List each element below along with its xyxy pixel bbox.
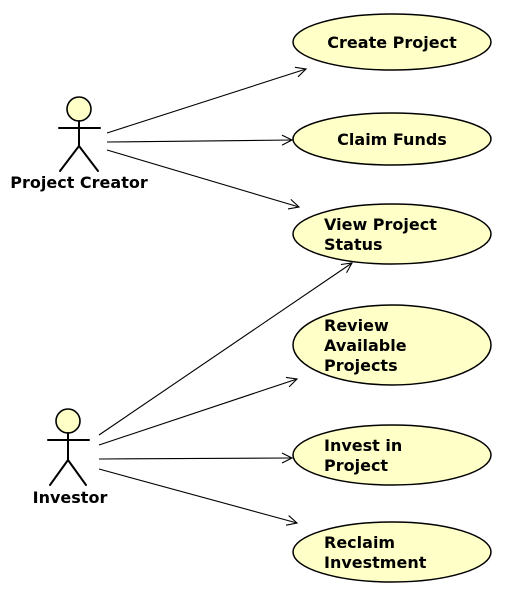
association-investor-review-projects [98,379,297,446]
usecase-label: Invest in [324,436,402,455]
association-investor-view-status [98,263,352,436]
actor-figure-icon [58,96,101,172]
usecase-create-project[interactable]: Create Project [292,13,492,71]
usecase-label: Project [324,456,388,475]
usecase-label: Review [324,316,389,335]
usecase-label: Create Project [327,33,457,52]
usecase-label: View Project [324,215,437,234]
usecase-label: Projects [324,356,398,375]
association-investor-reclaim [98,468,297,523]
usecase-claim-funds[interactable]: Claim Funds [292,112,492,166]
association-creator-view-status [106,149,299,207]
association-creator-create-project [106,69,306,134]
usecase-review-available-projects[interactable]: Review Available Projects [292,304,492,386]
actor-project-creator[interactable]: Project Creator [10,96,148,192]
usecase-label: Reclaim [324,533,395,552]
actor-label: Investor [33,488,108,507]
usecase-label: Claim Funds [337,130,447,149]
usecase-view-project-status[interactable]: View Project Status [292,203,492,265]
associations [98,69,352,523]
usecase-label: Status [324,235,383,254]
usecase-label: Available [324,336,407,355]
usecase-reclaim-investment[interactable]: Reclaim Investment [292,521,492,583]
actor-label: Project Creator [10,173,148,192]
association-creator-claim-funds [106,140,292,142]
actor-figure-icon [47,408,90,486]
usecase-label: Investment [324,553,427,572]
actor-investor[interactable]: Investor [33,408,108,507]
usecase-invest-in-project[interactable]: Invest in Project [292,424,492,486]
association-investor-invest [98,458,292,459]
